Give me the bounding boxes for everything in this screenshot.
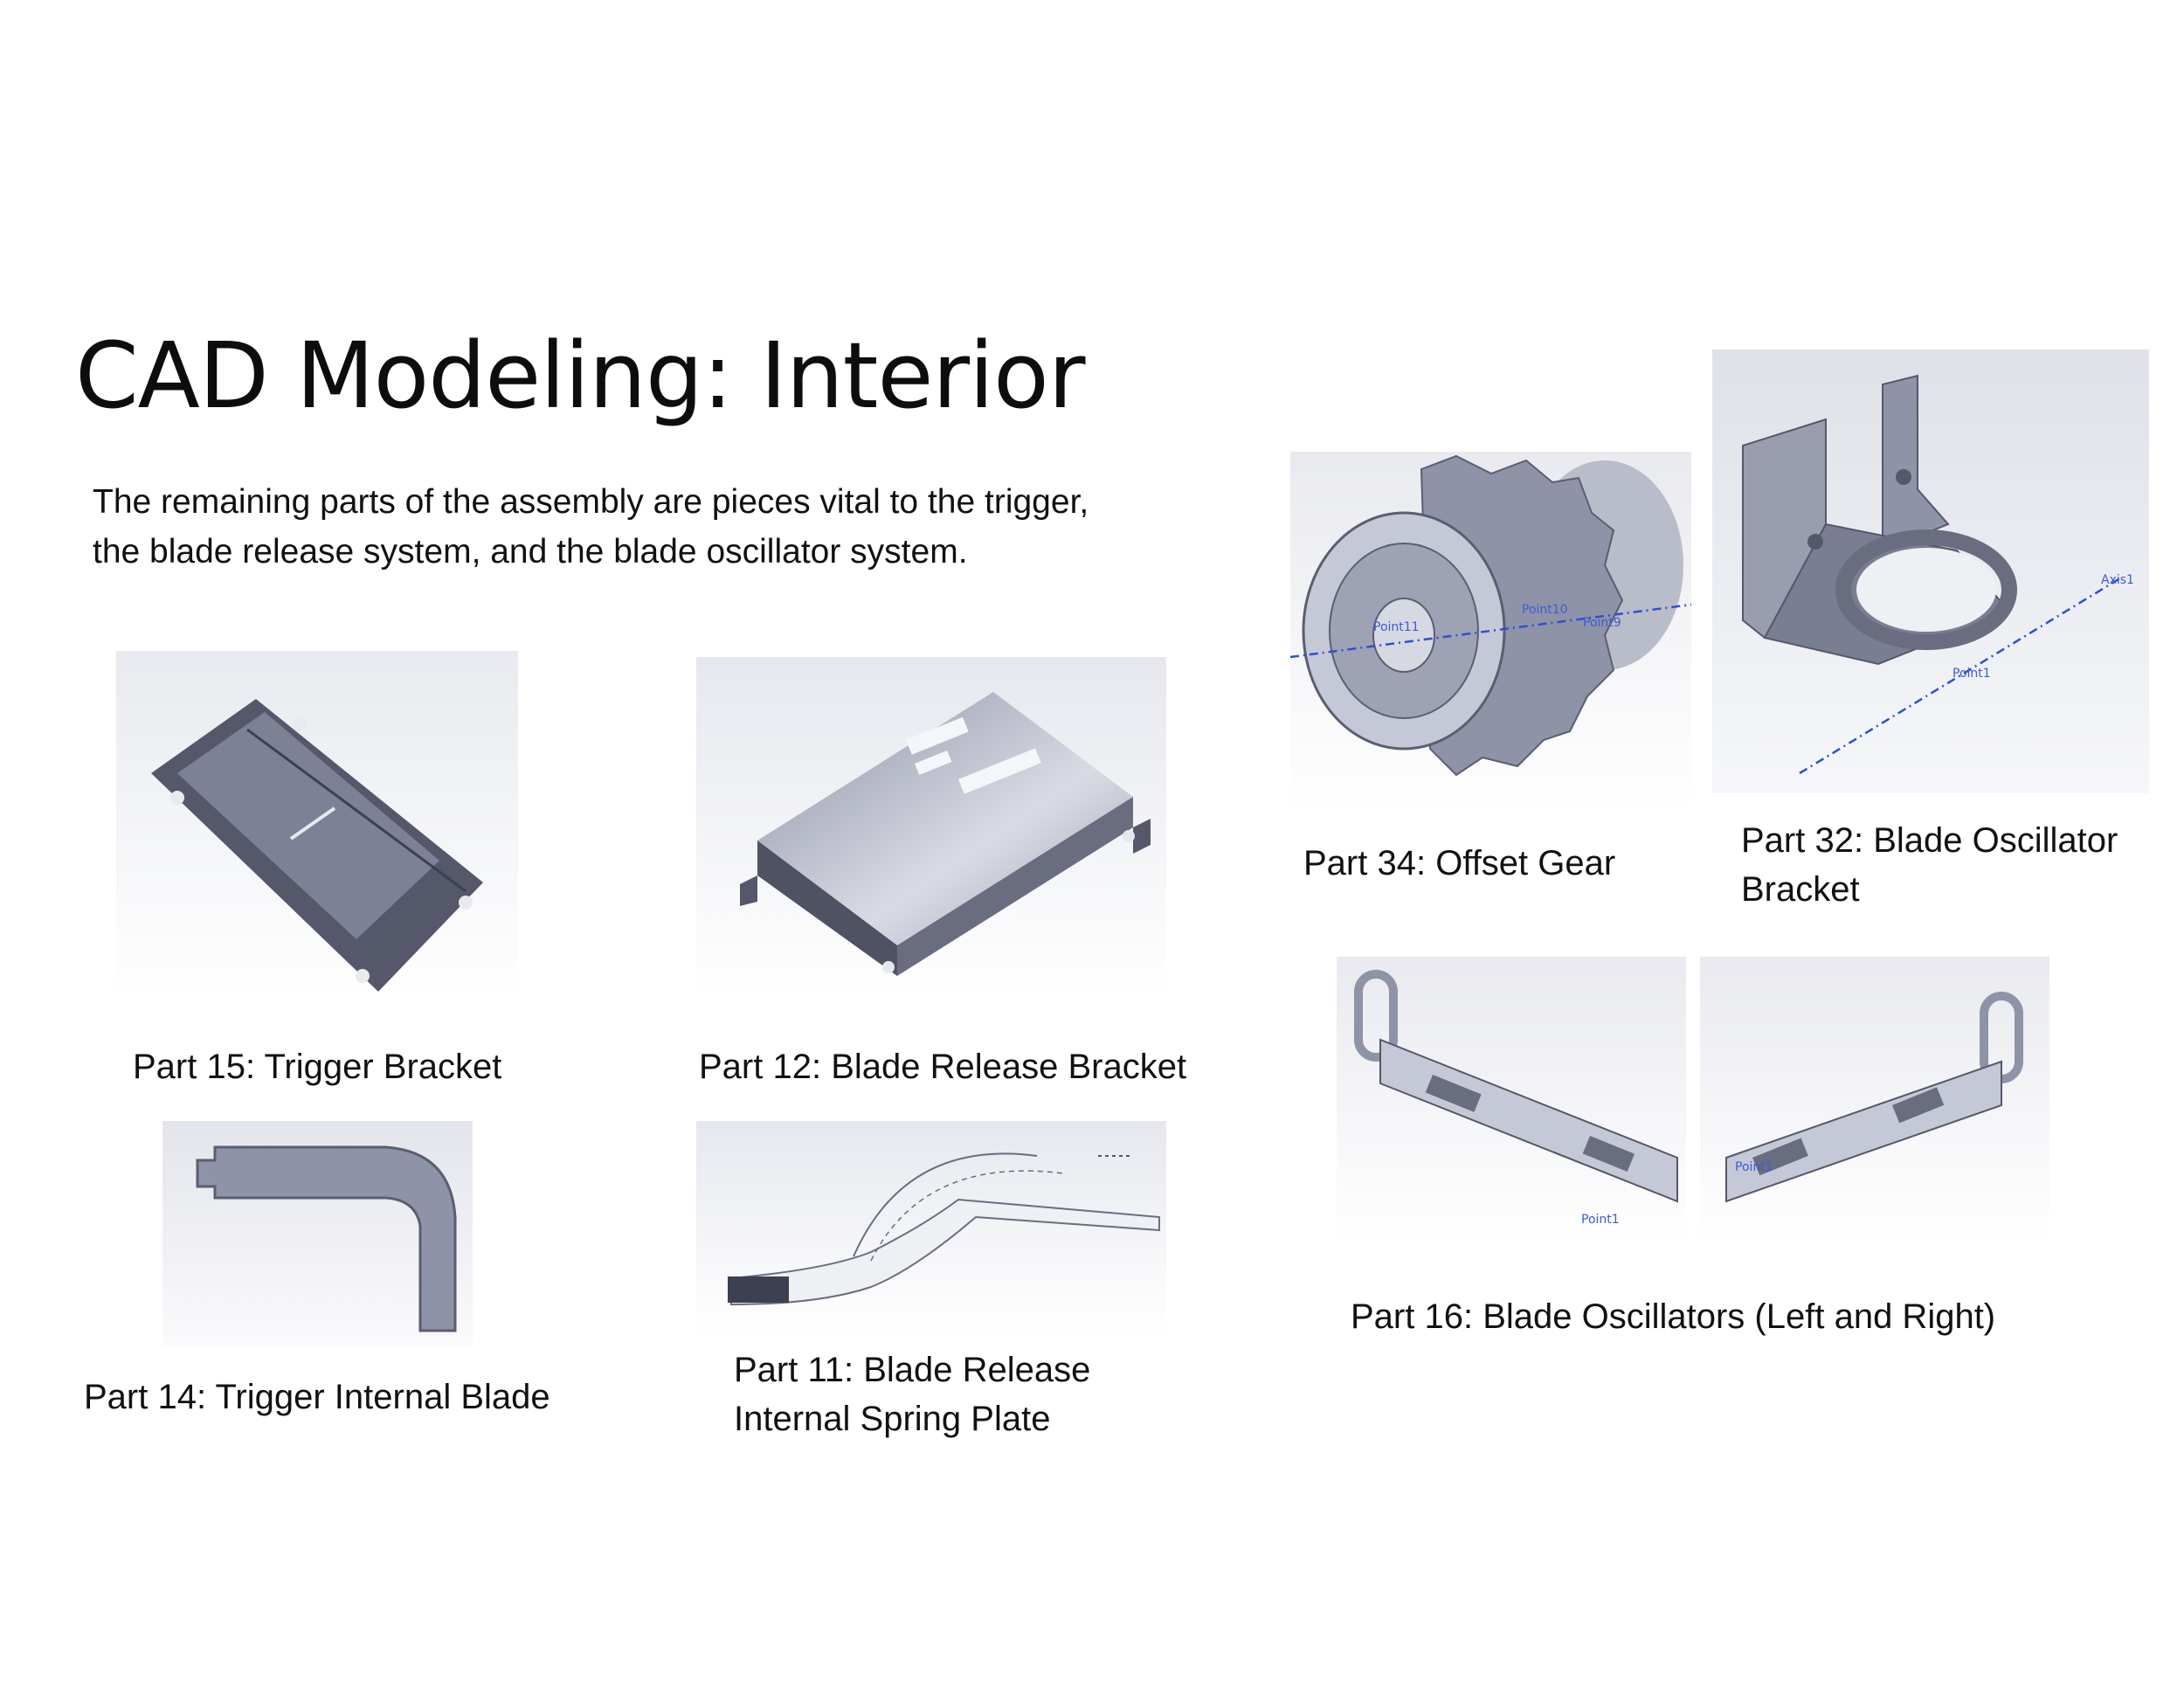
blade-release-spring-plate-image	[696, 1121, 1166, 1335]
caption-blade-release-spring-plate-line2: Internal Spring Plate	[734, 1400, 1051, 1438]
caption-trigger-internal-blade: Part 14: Trigger Internal Blade	[84, 1378, 550, 1416]
oscillator-right-point-label: Point1	[1735, 1160, 1773, 1174]
intro-paragraph: The remaining parts of the assembly are …	[93, 483, 1089, 571]
caption-blade-release-bracket: Part 12: Blade Release Bracket	[699, 1048, 1187, 1086]
caption-blade-oscillator-bracket: Part 32: Blade Oscillator Bracket	[1741, 816, 2118, 914]
offset-gear-annotation-a: Point11	[1373, 620, 1420, 634]
oscillator-bracket-axis-label: Axis1	[2101, 573, 2134, 587]
caption-blade-release-spring-plate-line1: Part 11: Blade Release	[734, 1351, 1091, 1389]
trigger-bracket-image	[116, 651, 518, 1000]
caption-blade-oscillator-bracket-line1: Part 32: Blade Oscillator	[1741, 821, 2118, 860]
slide-title: CAD Modeling: Interior	[75, 322, 1085, 429]
trigger-internal-blade-image	[162, 1121, 473, 1346]
offset-gear-annotation-c: Point9	[1583, 616, 1621, 630]
oscillator-bracket-point-label: Point1	[1952, 667, 1991, 681]
caption-blade-oscillators: Part 16: Blade Oscillators (Left and Rig…	[1351, 1297, 1996, 1336]
offset-gear-image: Point11 Point10 Point9	[1290, 452, 1691, 810]
caption-blade-oscillator-bracket-line2: Bracket	[1741, 870, 1860, 909]
caption-trigger-bracket: Part 15: Trigger Bracket	[133, 1048, 502, 1086]
caption-offset-gear: Part 34: Offset Gear	[1303, 844, 1616, 882]
offset-gear-annotation-b: Point10	[1522, 603, 1568, 617]
blade-oscillator-right-image: Point1	[1700, 957, 2049, 1243]
oscillator-left-point-label: Point1	[1581, 1213, 1620, 1227]
blade-release-bracket-image	[696, 657, 1166, 1000]
blade-oscillator-bracket-image: Axis1 Point1	[1712, 349, 2149, 793]
blade-oscillator-left-image: Point1	[1337, 957, 1686, 1243]
caption-blade-release-spring-plate: Part 11: Blade Release Internal Spring P…	[734, 1346, 1090, 1443]
